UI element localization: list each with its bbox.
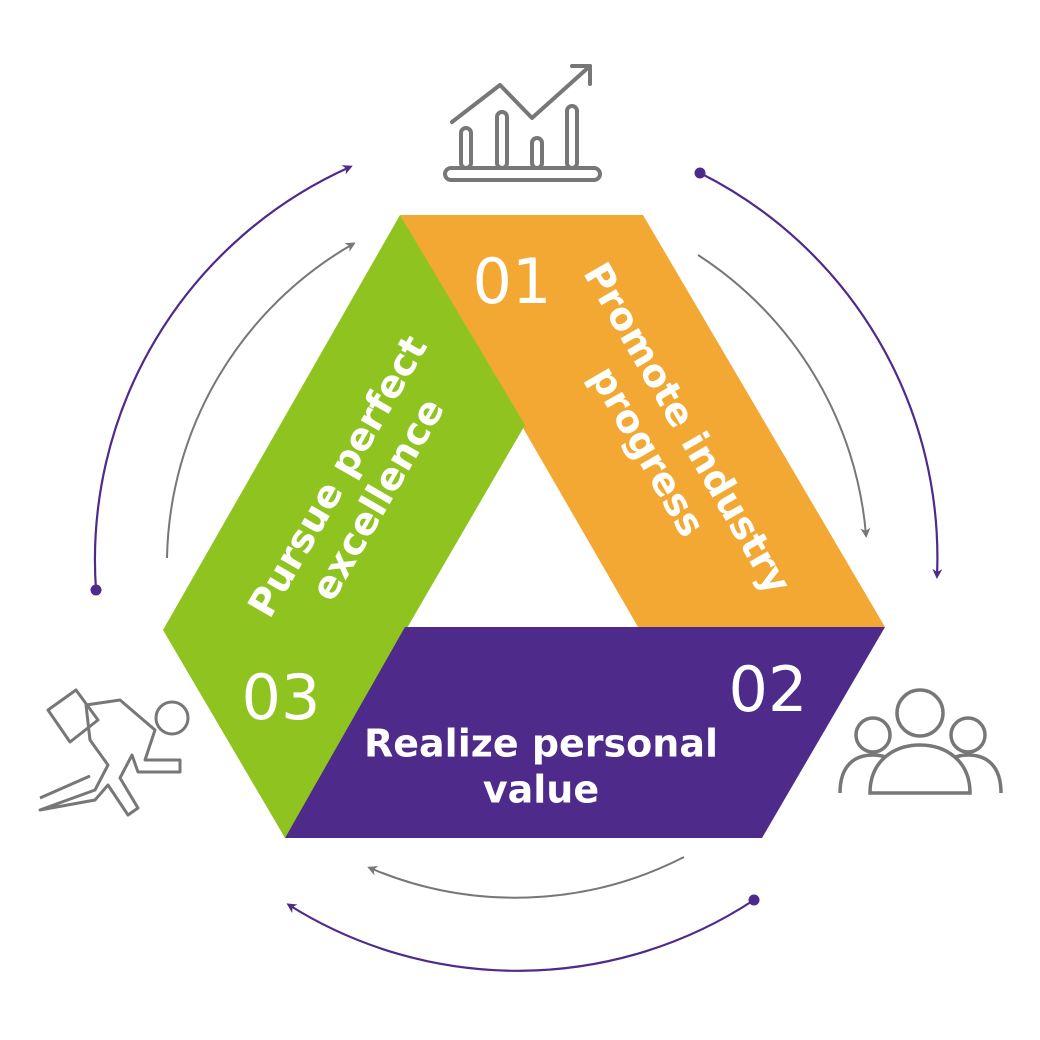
inner-arc-bottom xyxy=(367,856,685,899)
band-purple-02 xyxy=(285,627,885,838)
arc-start-dot xyxy=(694,167,706,179)
team-people-icon xyxy=(838,688,1003,795)
growth-chart-icon xyxy=(443,64,602,182)
inner-cycle-arcs xyxy=(166,242,871,899)
band-orange-01 xyxy=(400,215,885,627)
step-number-02: 02 xyxy=(728,653,808,726)
label-line: value xyxy=(482,767,600,811)
band-green-03 xyxy=(163,215,525,838)
outer-cycle-arcs xyxy=(90,165,943,972)
inner-arc-left xyxy=(166,242,356,559)
arc-left xyxy=(93,165,353,591)
inner-arc-right xyxy=(697,254,871,538)
step-number-01: 01 xyxy=(472,245,552,318)
label-realize-personal-value: Realize personal value xyxy=(364,721,718,812)
running-businessman-icon xyxy=(38,688,190,817)
arc-start-dot xyxy=(90,584,102,596)
arc-right xyxy=(699,172,943,579)
arc-start-dot xyxy=(748,894,760,906)
arc-bottom xyxy=(286,899,755,972)
label-line: Realize personal xyxy=(363,721,719,766)
step-number-03: 03 xyxy=(241,661,321,734)
